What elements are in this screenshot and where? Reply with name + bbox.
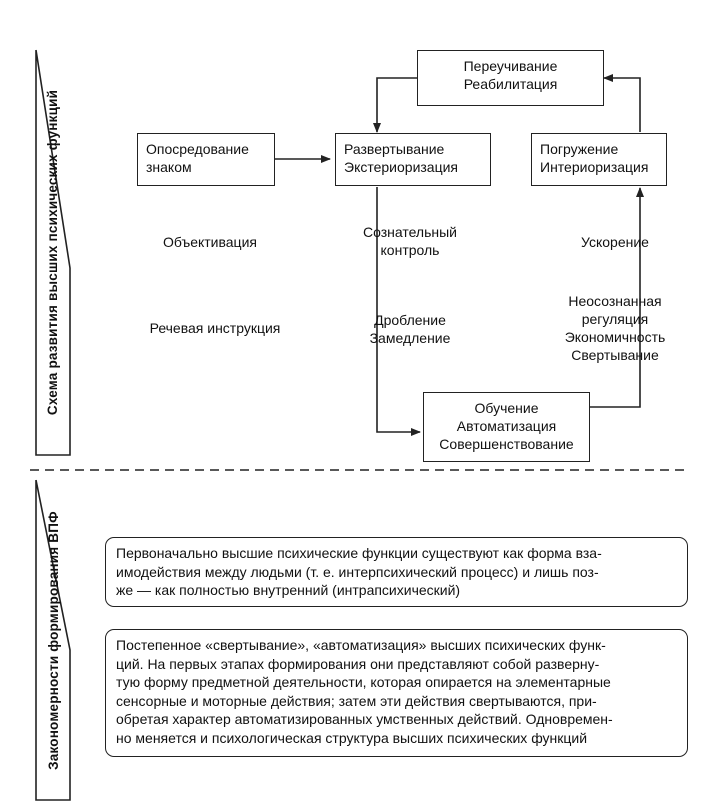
label-objectification: Объективация	[163, 234, 257, 250]
arrow-immersion-relearning	[603, 74, 641, 132]
scheme-bracket	[35, 49, 71, 456]
label-acceleration: Ускорение	[581, 234, 649, 250]
laws-section-title: Закономерности формирования ВПФ	[45, 510, 61, 770]
label-speech-instruction: Речевая инструкция	[149, 320, 281, 336]
arrow-relearning-unfolding	[373, 77, 417, 133]
rule-box-interpsychic: Первоначально высшие психические функции…	[105, 537, 688, 607]
rule-box-automation: Постепенное «свертывание», «автоматизаци…	[105, 629, 688, 757]
scheme-section-title: Схема развития высших психических функци…	[45, 89, 61, 416]
laws-bracket	[35, 479, 71, 801]
arrow-unfolding-learning	[376, 187, 421, 436]
arrow-learning-immersion	[590, 187, 644, 408]
